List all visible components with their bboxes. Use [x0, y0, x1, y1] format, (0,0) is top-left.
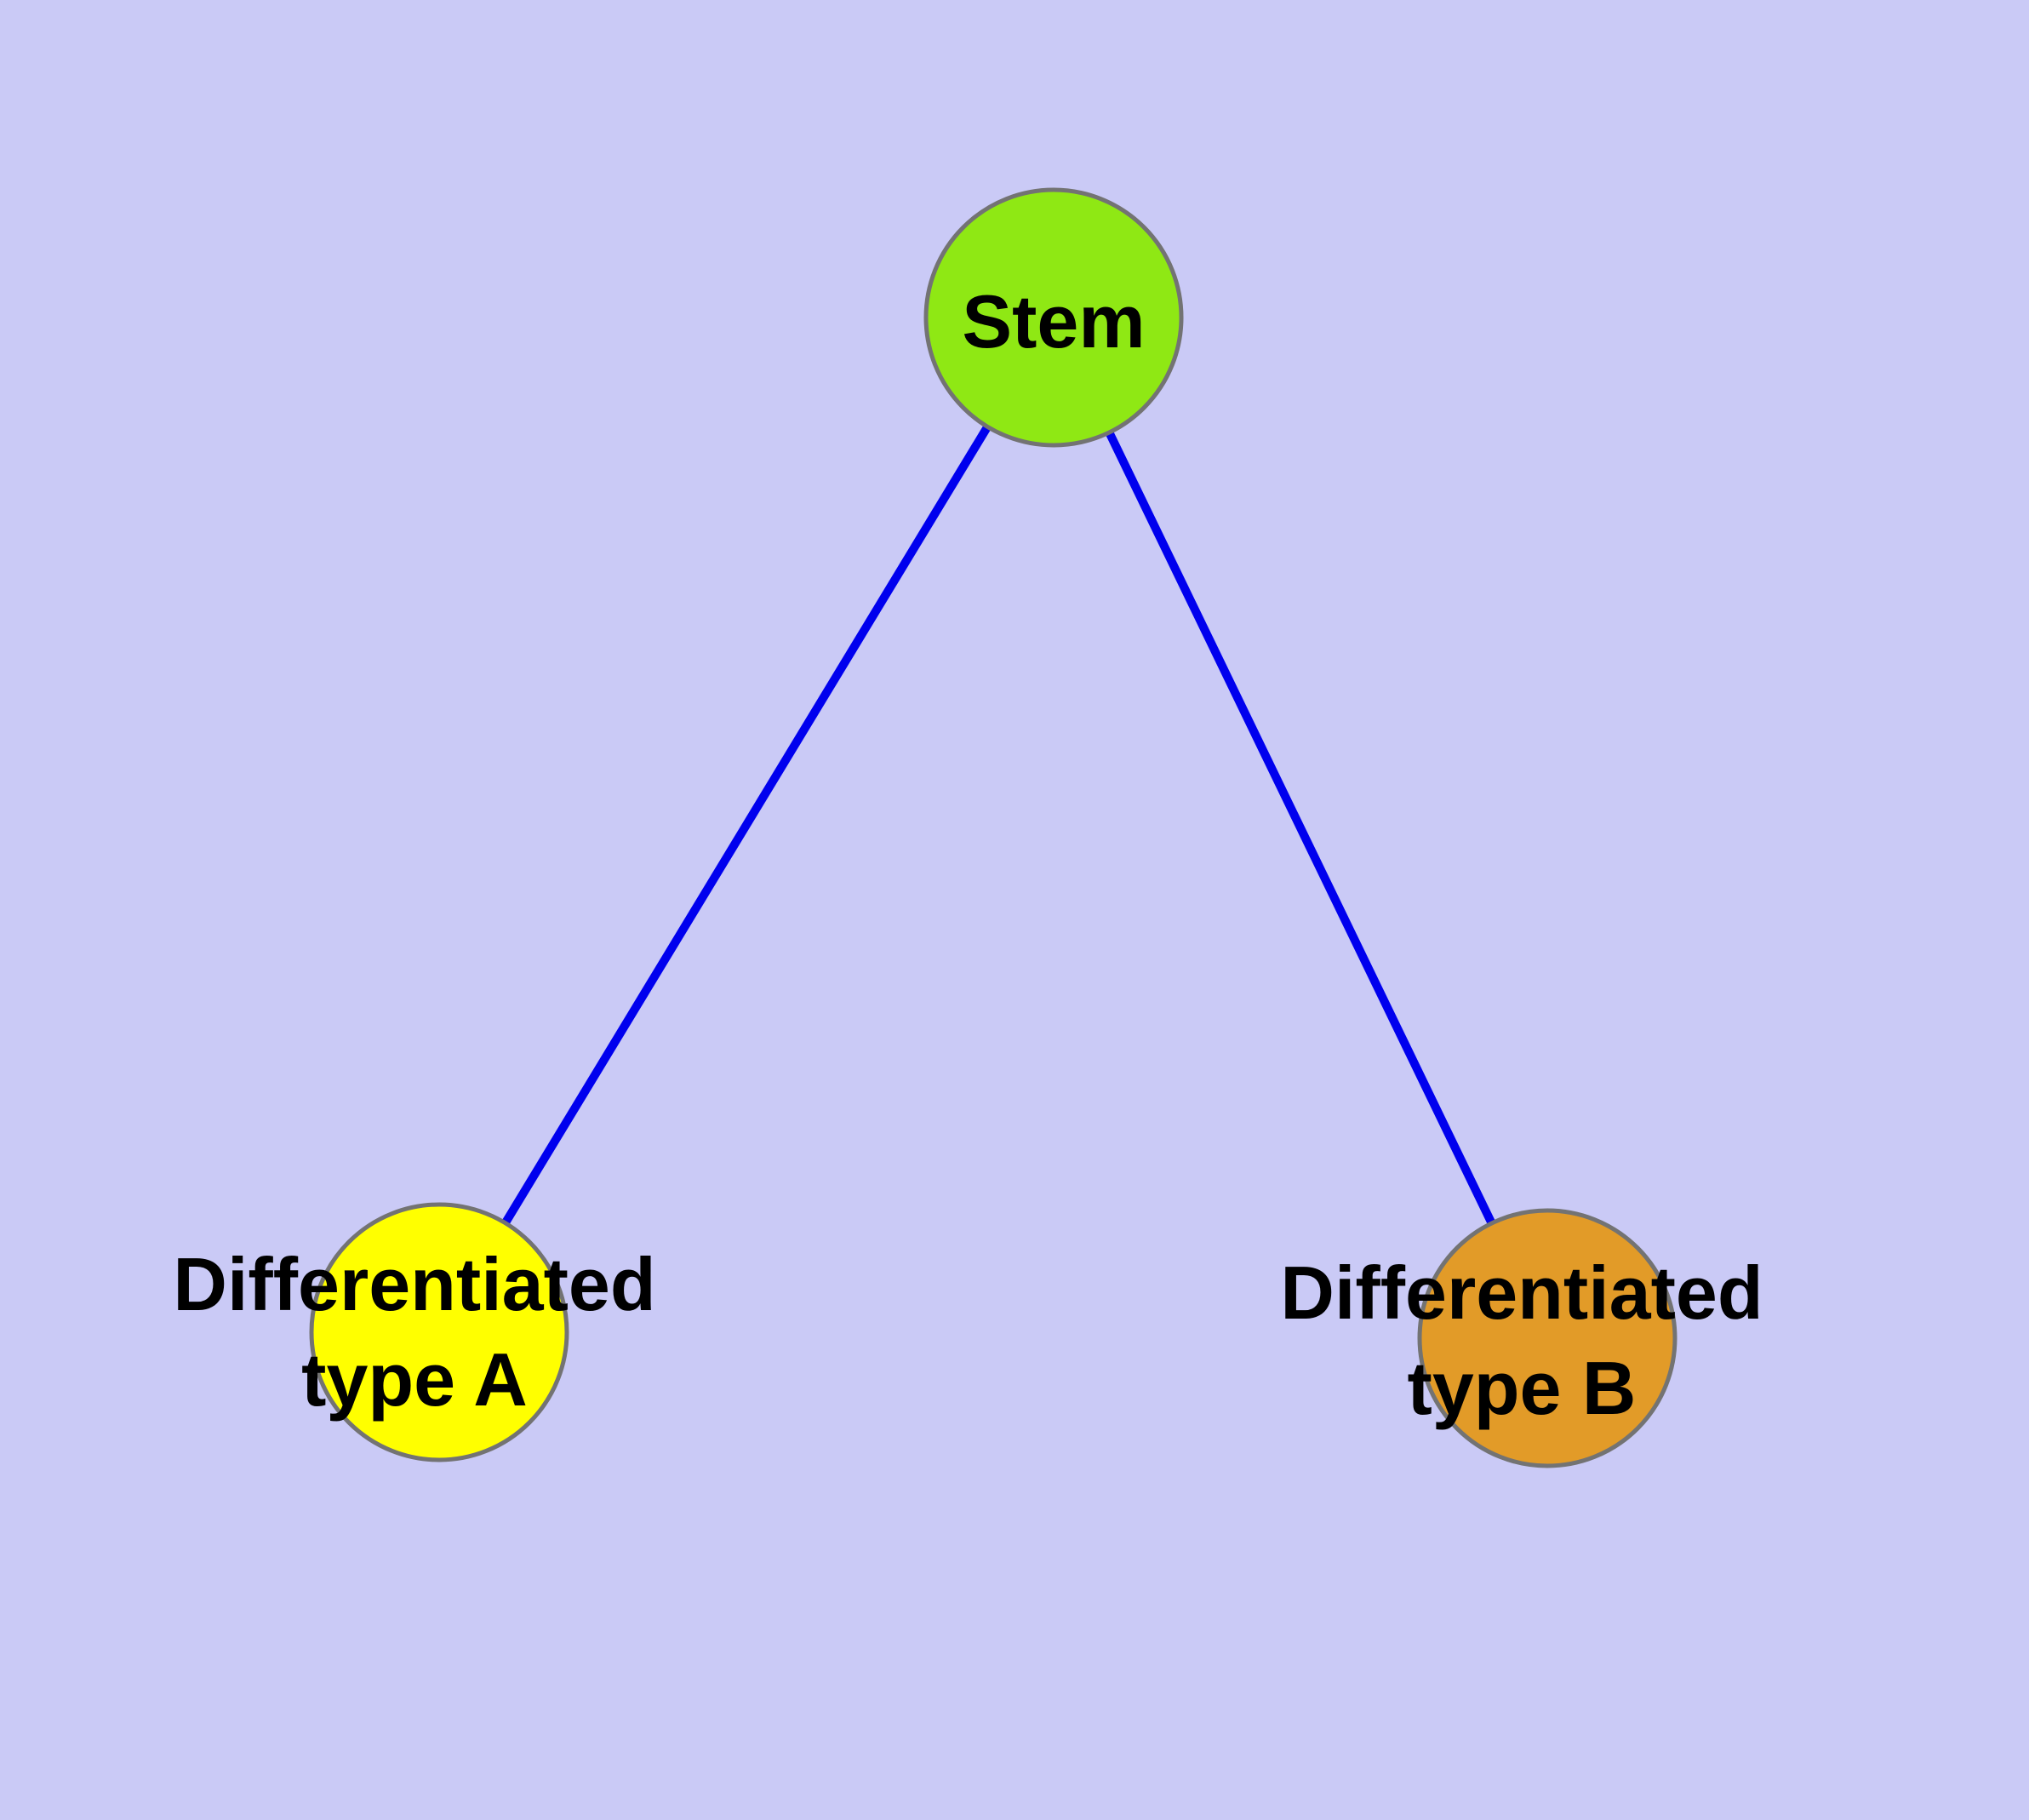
node-stem — [923, 187, 1184, 448]
edge-stem-to-type-b — [1049, 315, 1552, 1341]
edge-stem-to-type-a — [435, 315, 1058, 1335]
node-differentiated-type-a — [309, 1202, 569, 1462]
node-differentiated-type-b — [1417, 1208, 1677, 1468]
